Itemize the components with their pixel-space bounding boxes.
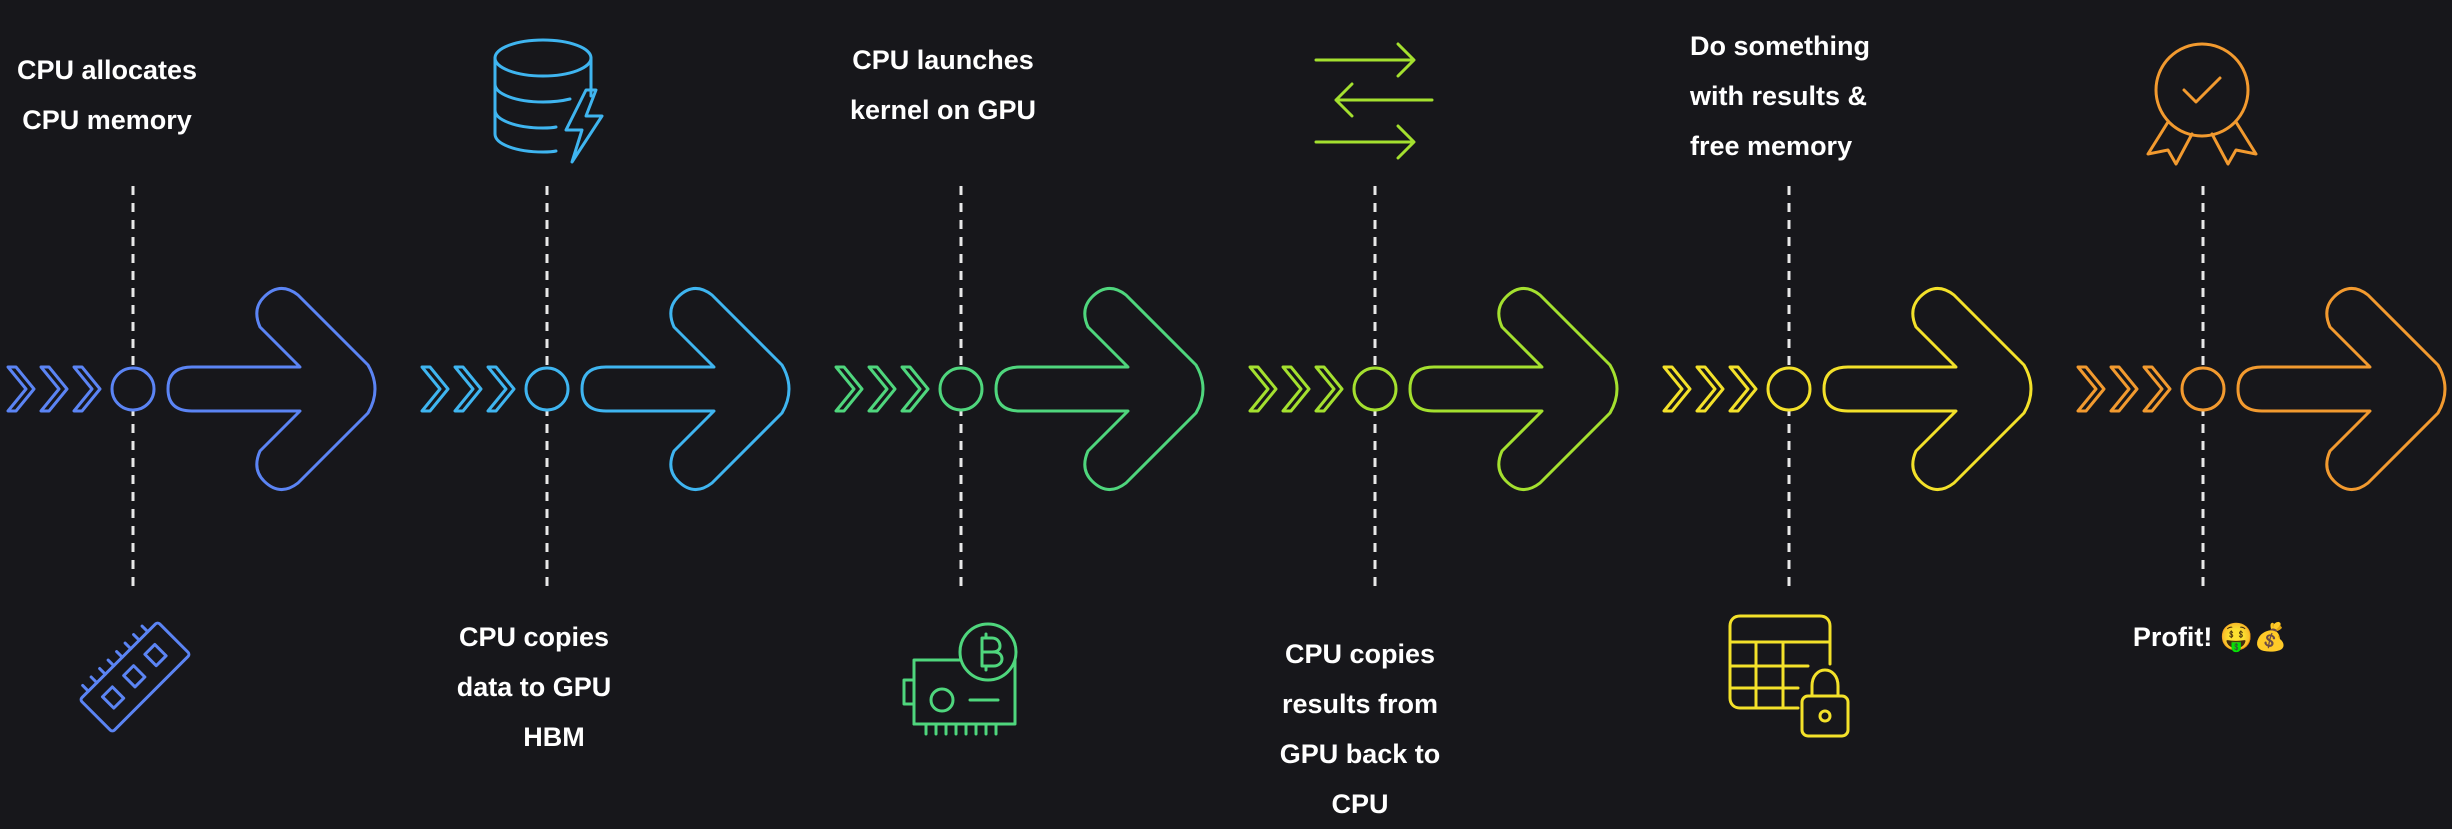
step-4-chevron bbox=[1248, 365, 1278, 413]
step-3-chevron bbox=[834, 365, 864, 413]
step-5-label-line-3: free memory bbox=[1690, 131, 1853, 161]
step-5-chevron bbox=[1695, 365, 1725, 413]
step-3-label-line-1: CPU launches bbox=[852, 45, 1034, 75]
step-1-arrow bbox=[166, 287, 377, 491]
step-1-chevron bbox=[72, 365, 102, 413]
step-2-label: CPU copies data to GPU HBM bbox=[436, 612, 632, 762]
step-5-label-line-1: Do something bbox=[1690, 31, 1870, 61]
step-4-label-line-2: results from bbox=[1281, 689, 1439, 719]
step-6-label-line-1: Profit! 🤑💰 bbox=[2132, 622, 2288, 652]
step-2-label-line-1: CPU copies bbox=[458, 622, 610, 652]
step-2-label-line-3: HBM bbox=[523, 722, 585, 752]
table-lock-icon bbox=[1728, 614, 1850, 738]
award-badge-icon bbox=[2146, 42, 2258, 166]
step-4-chevron bbox=[1314, 365, 1344, 413]
step-4-arrow bbox=[1408, 287, 1619, 491]
step-2-chevron bbox=[453, 365, 483, 413]
step-2-chevron bbox=[486, 365, 516, 413]
step-5-node bbox=[1766, 366, 1812, 412]
ram-stick-icon bbox=[79, 621, 191, 733]
step-2-label-line-2: data to GPU bbox=[456, 672, 612, 702]
step-1-label-line-1: CPU allocates bbox=[16, 55, 198, 85]
step-6-chevron bbox=[2109, 365, 2139, 413]
step-1-chevron bbox=[6, 365, 36, 413]
step-3-chevron bbox=[867, 365, 897, 413]
step-5-arrow bbox=[1822, 287, 2033, 491]
step-4-label-line-4: CPU bbox=[1331, 789, 1389, 819]
step-5-marker bbox=[1662, 186, 2033, 592]
step-6-chevron bbox=[2076, 365, 2106, 413]
step-5-chevron bbox=[1662, 365, 1692, 413]
step-3-arrow bbox=[994, 287, 1205, 491]
step-1-label: CPU allocates CPU memory bbox=[8, 45, 206, 145]
step-6-chevron bbox=[2142, 365, 2172, 413]
step-3-marker bbox=[834, 186, 1205, 592]
gpu-card-bitcoin-icon bbox=[902, 622, 1018, 736]
step-6-arrow bbox=[2236, 287, 2447, 491]
step-5-chevron bbox=[1728, 365, 1758, 413]
step-4-label-line-3: GPU back to bbox=[1279, 739, 1441, 769]
step-2-chevron bbox=[420, 365, 450, 413]
step-1-marker bbox=[6, 186, 377, 592]
step-6-marker bbox=[2076, 186, 2447, 592]
step-2-marker bbox=[420, 186, 791, 592]
step-4-label-line-1: CPU copies bbox=[1284, 639, 1436, 669]
step-3-label-line-2: kernel on GPU bbox=[849, 95, 1037, 125]
step-3-node bbox=[938, 366, 984, 412]
step-5-label-line-2: with results & bbox=[1690, 81, 1868, 111]
step-4-label: CPU copies results from GPU back to CPU bbox=[1264, 629, 1456, 829]
step-4-chevron bbox=[1281, 365, 1311, 413]
step-5-label: Do something with results & free memory bbox=[1690, 21, 1890, 171]
step-4-node bbox=[1352, 366, 1398, 412]
database-bolt-icon bbox=[493, 38, 604, 164]
step-2-arrow bbox=[580, 287, 791, 491]
step-6-label: Profit! 🤑💰 bbox=[2130, 612, 2290, 662]
step-4-marker bbox=[1248, 186, 1619, 592]
step-1-label-line-2: CPU memory bbox=[22, 105, 192, 135]
step-1-chevron bbox=[39, 365, 69, 413]
step-1-node bbox=[110, 366, 156, 412]
step-3-label: CPU launches kernel on GPU bbox=[843, 35, 1043, 135]
step-6-node bbox=[2180, 366, 2226, 412]
arrows-exchange-icon bbox=[1314, 42, 1434, 160]
step-2-node bbox=[524, 366, 570, 412]
step-3-chevron bbox=[900, 365, 930, 413]
